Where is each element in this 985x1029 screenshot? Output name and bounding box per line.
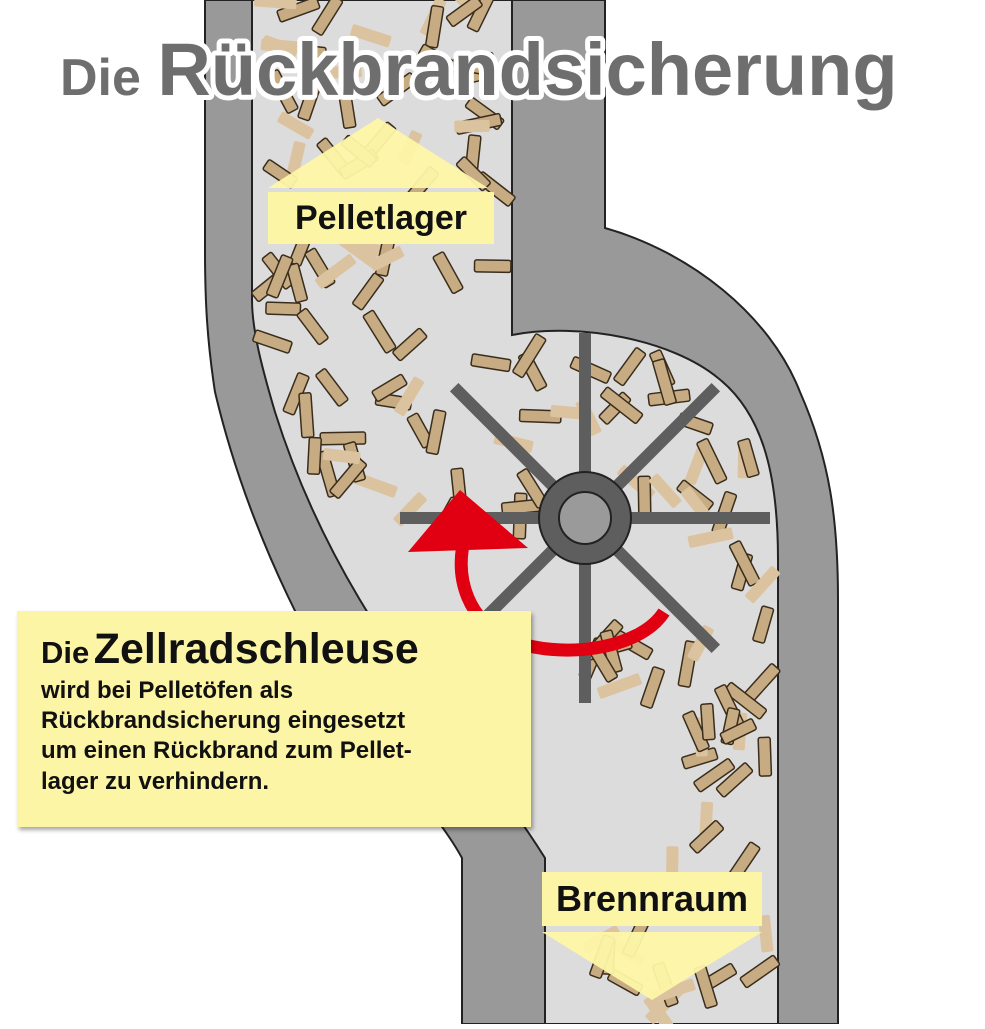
title-main: Rückbrandsicherung [157, 28, 897, 111]
pellet [652, 358, 677, 406]
pellet [700, 702, 716, 741]
pellet [394, 376, 424, 417]
pellet [723, 681, 767, 720]
pellet [338, 90, 357, 130]
title-prefix: Die [60, 49, 141, 107]
pellet [640, 666, 665, 709]
pellet [261, 35, 299, 58]
pellet [424, 4, 445, 49]
pellet [298, 392, 315, 439]
pellet [392, 327, 428, 362]
pellet [728, 540, 761, 587]
pellet [454, 119, 490, 133]
pellet [550, 404, 588, 420]
pellet [297, 84, 321, 122]
pellet [425, 409, 447, 456]
pellet [684, 447, 708, 485]
pellet [322, 448, 361, 465]
flow-arrow-down [542, 932, 762, 1000]
pellet [597, 673, 642, 699]
pellet [306, 436, 322, 476]
pellet [649, 473, 682, 508]
pellet [470, 353, 512, 373]
info-line: wird bei Pelletöfen als [41, 677, 294, 704]
pellet [285, 262, 309, 304]
svg-text:Die Rückbrandsicherung: Die Rückbrandsicherung [60, 28, 898, 111]
pellet [265, 301, 302, 316]
pellet [739, 954, 781, 989]
wheel-axle [558, 491, 612, 545]
pellet [369, 246, 405, 272]
pellet [757, 736, 773, 777]
pellet [613, 347, 647, 387]
pellet [252, 329, 293, 354]
pellet-storage-label: Pelletlager [268, 192, 494, 244]
pellet [745, 566, 780, 604]
info-line: lager zu verhindern. [41, 768, 270, 795]
pellet [352, 272, 385, 311]
pellet [350, 24, 392, 48]
pellet [445, 0, 483, 27]
pellet [696, 437, 728, 485]
pellet [376, 72, 418, 107]
pellet [286, 141, 306, 179]
pellet [309, 45, 327, 86]
pellet [651, 978, 696, 1003]
pellet [371, 373, 408, 402]
pellet [752, 605, 775, 644]
pellet [277, 111, 315, 140]
pellet [253, 0, 297, 10]
pellet [315, 368, 349, 407]
pellet [682, 710, 710, 753]
pellet [719, 718, 757, 745]
rotation-arrowhead [408, 490, 528, 552]
pellet [512, 333, 547, 379]
page-title: Die Rückbrandsicherung [55, 23, 960, 118]
info-heading-prefix: Die [41, 635, 90, 670]
pellet [689, 820, 724, 854]
rotary-valve-wheel [400, 333, 770, 703]
pellet [600, 386, 644, 424]
pellet [314, 254, 357, 289]
pellet [473, 259, 512, 274]
pellet [737, 438, 760, 478]
flow-arrow-up [268, 118, 488, 188]
info-box: Die Zellradschleuse wird bei Pelletöfen … [17, 611, 531, 827]
info-line: Rückbrandsicherung eingesetzt [41, 707, 406, 734]
pellet [432, 251, 464, 295]
pellet-layer [251, 0, 781, 1029]
pellet [266, 254, 294, 299]
pellet [715, 762, 754, 798]
info-heading: Die Zellradschleuse [41, 625, 419, 674]
pellet [643, 994, 674, 1029]
info-heading-main: Zellradschleuse [93, 625, 419, 673]
pellet [362, 309, 397, 354]
info-line: um einen Rückbrand zum Pellet- [41, 737, 412, 764]
pellet [329, 457, 368, 499]
pellet [267, 69, 299, 114]
pellet [687, 527, 734, 548]
pellet [319, 431, 367, 446]
pellet [418, 43, 459, 75]
pellet [693, 758, 736, 793]
pellet [311, 0, 344, 36]
combustion-chamber-label: Brennraum [542, 872, 762, 926]
pellet [318, 65, 362, 80]
pellet [296, 307, 329, 346]
